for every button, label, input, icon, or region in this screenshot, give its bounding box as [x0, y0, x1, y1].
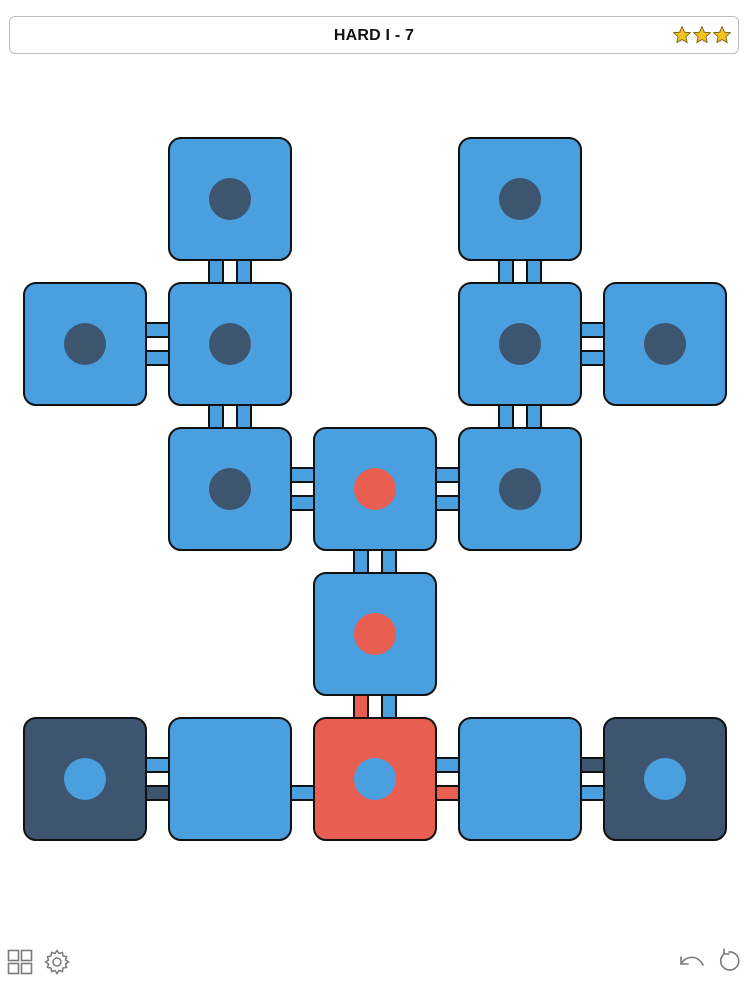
level-title-bar: HARD I - 7 [9, 16, 739, 54]
undo-icon[interactable] [678, 951, 706, 973]
puzzle-tile[interactable] [23, 717, 147, 841]
puzzle-tile[interactable] [458, 137, 582, 261]
tile-dot [64, 323, 106, 365]
puzzle-tile[interactable] [168, 282, 292, 406]
level-grid-icon[interactable] [7, 949, 33, 975]
tile-connector [286, 467, 319, 511]
tile-dot [209, 178, 251, 220]
tile-dot [644, 323, 686, 365]
puzzle-tile[interactable] [313, 572, 437, 696]
tile-dot [354, 613, 396, 655]
tile-layer [23, 137, 727, 841]
puzzle-tile[interactable] [603, 717, 727, 841]
tile-dot [644, 758, 686, 800]
tile-dot [354, 758, 396, 800]
settings-gear-icon[interactable] [43, 948, 71, 976]
puzzle-tile[interactable] [23, 282, 147, 406]
tile-dot [64, 758, 106, 800]
puzzle-tile[interactable] [168, 717, 292, 841]
tile-dot [499, 323, 541, 365]
tile-dot [499, 468, 541, 510]
tile-connector [353, 690, 397, 723]
level-title: HARD I - 7 [333, 27, 415, 44]
puzzle-tile[interactable] [313, 427, 437, 551]
tile-body [168, 717, 292, 841]
puzzle-tile[interactable] [168, 137, 292, 261]
puzzle-tile[interactable] [458, 427, 582, 551]
puzzle-tile[interactable] [313, 717, 437, 841]
tile-dot [354, 468, 396, 510]
puzzle-tile[interactable] [603, 282, 727, 406]
tile-body [458, 717, 582, 841]
puzzle-tile[interactable] [458, 717, 582, 841]
star-icon [673, 26, 691, 44]
tile-dot [209, 323, 251, 365]
star-icon [713, 26, 731, 44]
tile-connector [353, 545, 397, 578]
tile-dot [499, 178, 541, 220]
puzzle-tile[interactable] [458, 282, 582, 406]
tile-connector [498, 255, 542, 288]
restart-icon[interactable] [716, 948, 742, 976]
puzzle-tile[interactable] [168, 427, 292, 551]
star-icon [693, 26, 711, 44]
tile-connector [576, 322, 609, 366]
tile-dot [209, 468, 251, 510]
star-rating [672, 25, 732, 47]
